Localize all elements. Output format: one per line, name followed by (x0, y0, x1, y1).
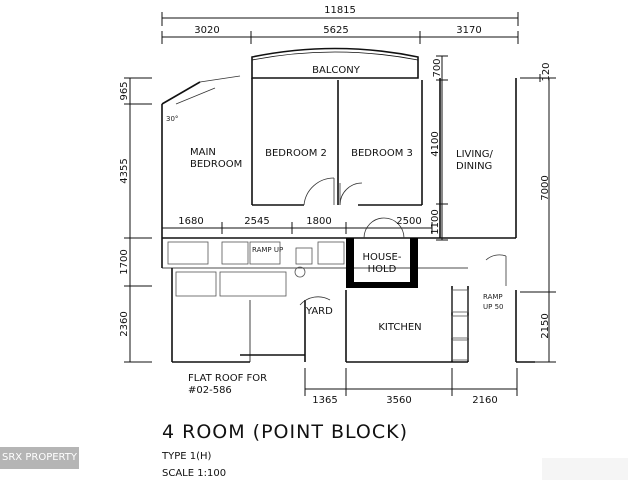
label-yard: YARD (305, 306, 333, 317)
label-household-2: HOLD (368, 264, 397, 275)
dim-bedroom3-height: 4100 (430, 131, 441, 156)
label-main-bedroom-2: BEDROOM (190, 159, 242, 170)
corner-patch (542, 458, 628, 480)
label-living-2: DINING (456, 161, 492, 172)
dim-balcony-height: 700 (432, 58, 443, 77)
label-kitchen: KITCHEN (378, 322, 421, 333)
label-flat-roof-1: FLAT ROOF FOR (188, 373, 267, 384)
dim-right-overall: 7000 (540, 175, 551, 200)
doors (175, 75, 507, 306)
label-flat-roof-2: #02-586 (188, 385, 232, 396)
label-household-1: HOUSE- (363, 252, 402, 263)
plan-scale: SCALE 1:100 (162, 468, 227, 479)
dim-right-low: 2150 (540, 313, 551, 338)
dim-mid-2: 2545 (244, 216, 269, 227)
walls (161, 47, 535, 363)
dim-bottom-2: 3560 (386, 395, 411, 406)
dim-mid-4: 2500 (396, 216, 421, 227)
dim-mid-1: 1680 (178, 216, 203, 227)
plan-title: 4 ROOM (POINT BLOCK) (162, 421, 408, 443)
label-ramp-up: RAMP UP (252, 246, 283, 254)
dim-left-4: 2360 (119, 311, 130, 336)
label-angle: 30° (166, 115, 178, 123)
dim-bottom-3: 2160 (472, 395, 497, 406)
dim-bedroom3-low: 1100 (430, 209, 441, 234)
label-main-bedroom-1: MAIN (190, 147, 216, 158)
dim-left-2: 4355 (119, 158, 130, 183)
dim-top-1: 3020 (194, 25, 219, 36)
dim-bottom-1: 1365 (312, 395, 337, 406)
dim-right-top: 120 (541, 62, 552, 81)
dim-top-2: 5625 (323, 25, 348, 36)
label-ramp-up-50-1: RAMP (483, 293, 503, 301)
label-balcony: BALCONY (312, 65, 361, 76)
label-living-1: LIVING/ (456, 149, 494, 160)
plan-type: TYPE 1(H) (162, 451, 212, 462)
dim-top-3: 3170 (456, 25, 481, 36)
fixtures (167, 241, 469, 361)
dim-left-3: 1700 (119, 249, 130, 274)
label-bedroom-3: BEDROOM 3 (351, 148, 413, 159)
watermark-badge: SRX PROPERTY (0, 447, 79, 469)
label-ramp-up-50-2: UP 50 (483, 303, 503, 311)
household-shelter (346, 238, 418, 288)
dim-mid-3: 1800 (306, 216, 331, 227)
dim-overall: 11815 (324, 5, 356, 16)
dim-left-1: 965 (119, 81, 130, 100)
label-bedroom-2: BEDROOM 2 (265, 148, 327, 159)
